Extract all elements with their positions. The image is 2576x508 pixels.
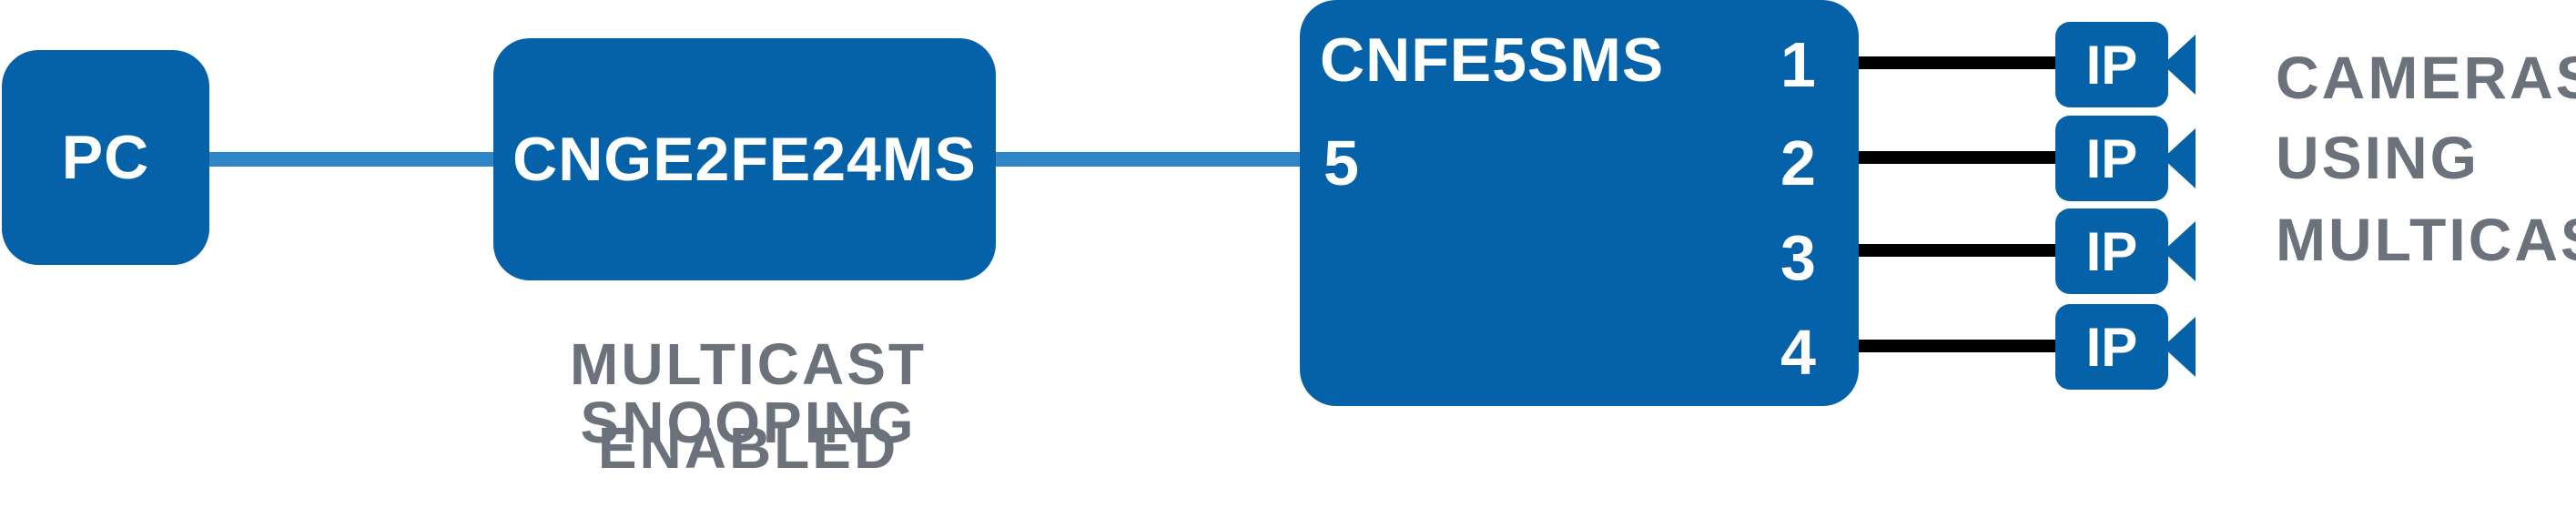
link-port-1-camera	[1857, 56, 2057, 69]
cameras-caption-line-3: MULTICAST	[2276, 206, 2576, 273]
pc-label: PC	[61, 123, 150, 192]
edge-switch-port-1: 1	[1780, 29, 1816, 100]
ip-camera-label: IP	[2055, 208, 2168, 294]
edge-switch-label: CNFE5SMS	[1320, 25, 1665, 95]
pc-node: PC	[2, 50, 209, 265]
link-port-3-camera	[1857, 244, 2057, 257]
ip-camera-1: IP	[2055, 22, 2196, 107]
ip-camera-label: IP	[2055, 22, 2168, 107]
edge-switch-uplink-port: 5	[1323, 127, 1359, 198]
link-core-edge	[992, 152, 1302, 167]
edge-switch-node: CNFE5SMS 5 1 2 3 4	[1300, 0, 1859, 406]
camera-lens-icon	[2163, 221, 2196, 281]
cameras-caption-line-1: CAMERAS	[2276, 44, 2576, 111]
core-switch-node: CNGE2FE24MS	[493, 38, 996, 280]
core-switch-label: CNGE2FE24MS	[512, 125, 977, 194]
link-pc-core	[209, 152, 493, 167]
snooping-caption-line-2: ENABLED	[597, 415, 899, 481]
link-port-2-camera	[1857, 151, 2057, 164]
link-port-4-camera	[1857, 340, 2057, 352]
ip-camera-2: IP	[2055, 116, 2196, 201]
camera-lens-icon	[2163, 128, 2196, 188]
edge-switch-port-2: 2	[1780, 127, 1816, 198]
snooping-caption-line-1: MULTICAST SNOOPING	[570, 331, 927, 455]
camera-lens-icon	[2163, 35, 2196, 95]
ip-camera-label: IP	[2055, 116, 2168, 201]
ip-camera-3: IP	[2055, 208, 2196, 294]
ip-camera-4: IP	[2055, 304, 2196, 390]
ip-camera-label: IP	[2055, 304, 2168, 390]
cameras-caption-line-2: USING	[2276, 124, 2480, 191]
edge-switch-port-3: 3	[1780, 222, 1816, 293]
edge-switch-port-4: 4	[1780, 317, 1816, 388]
camera-lens-icon	[2163, 317, 2196, 377]
